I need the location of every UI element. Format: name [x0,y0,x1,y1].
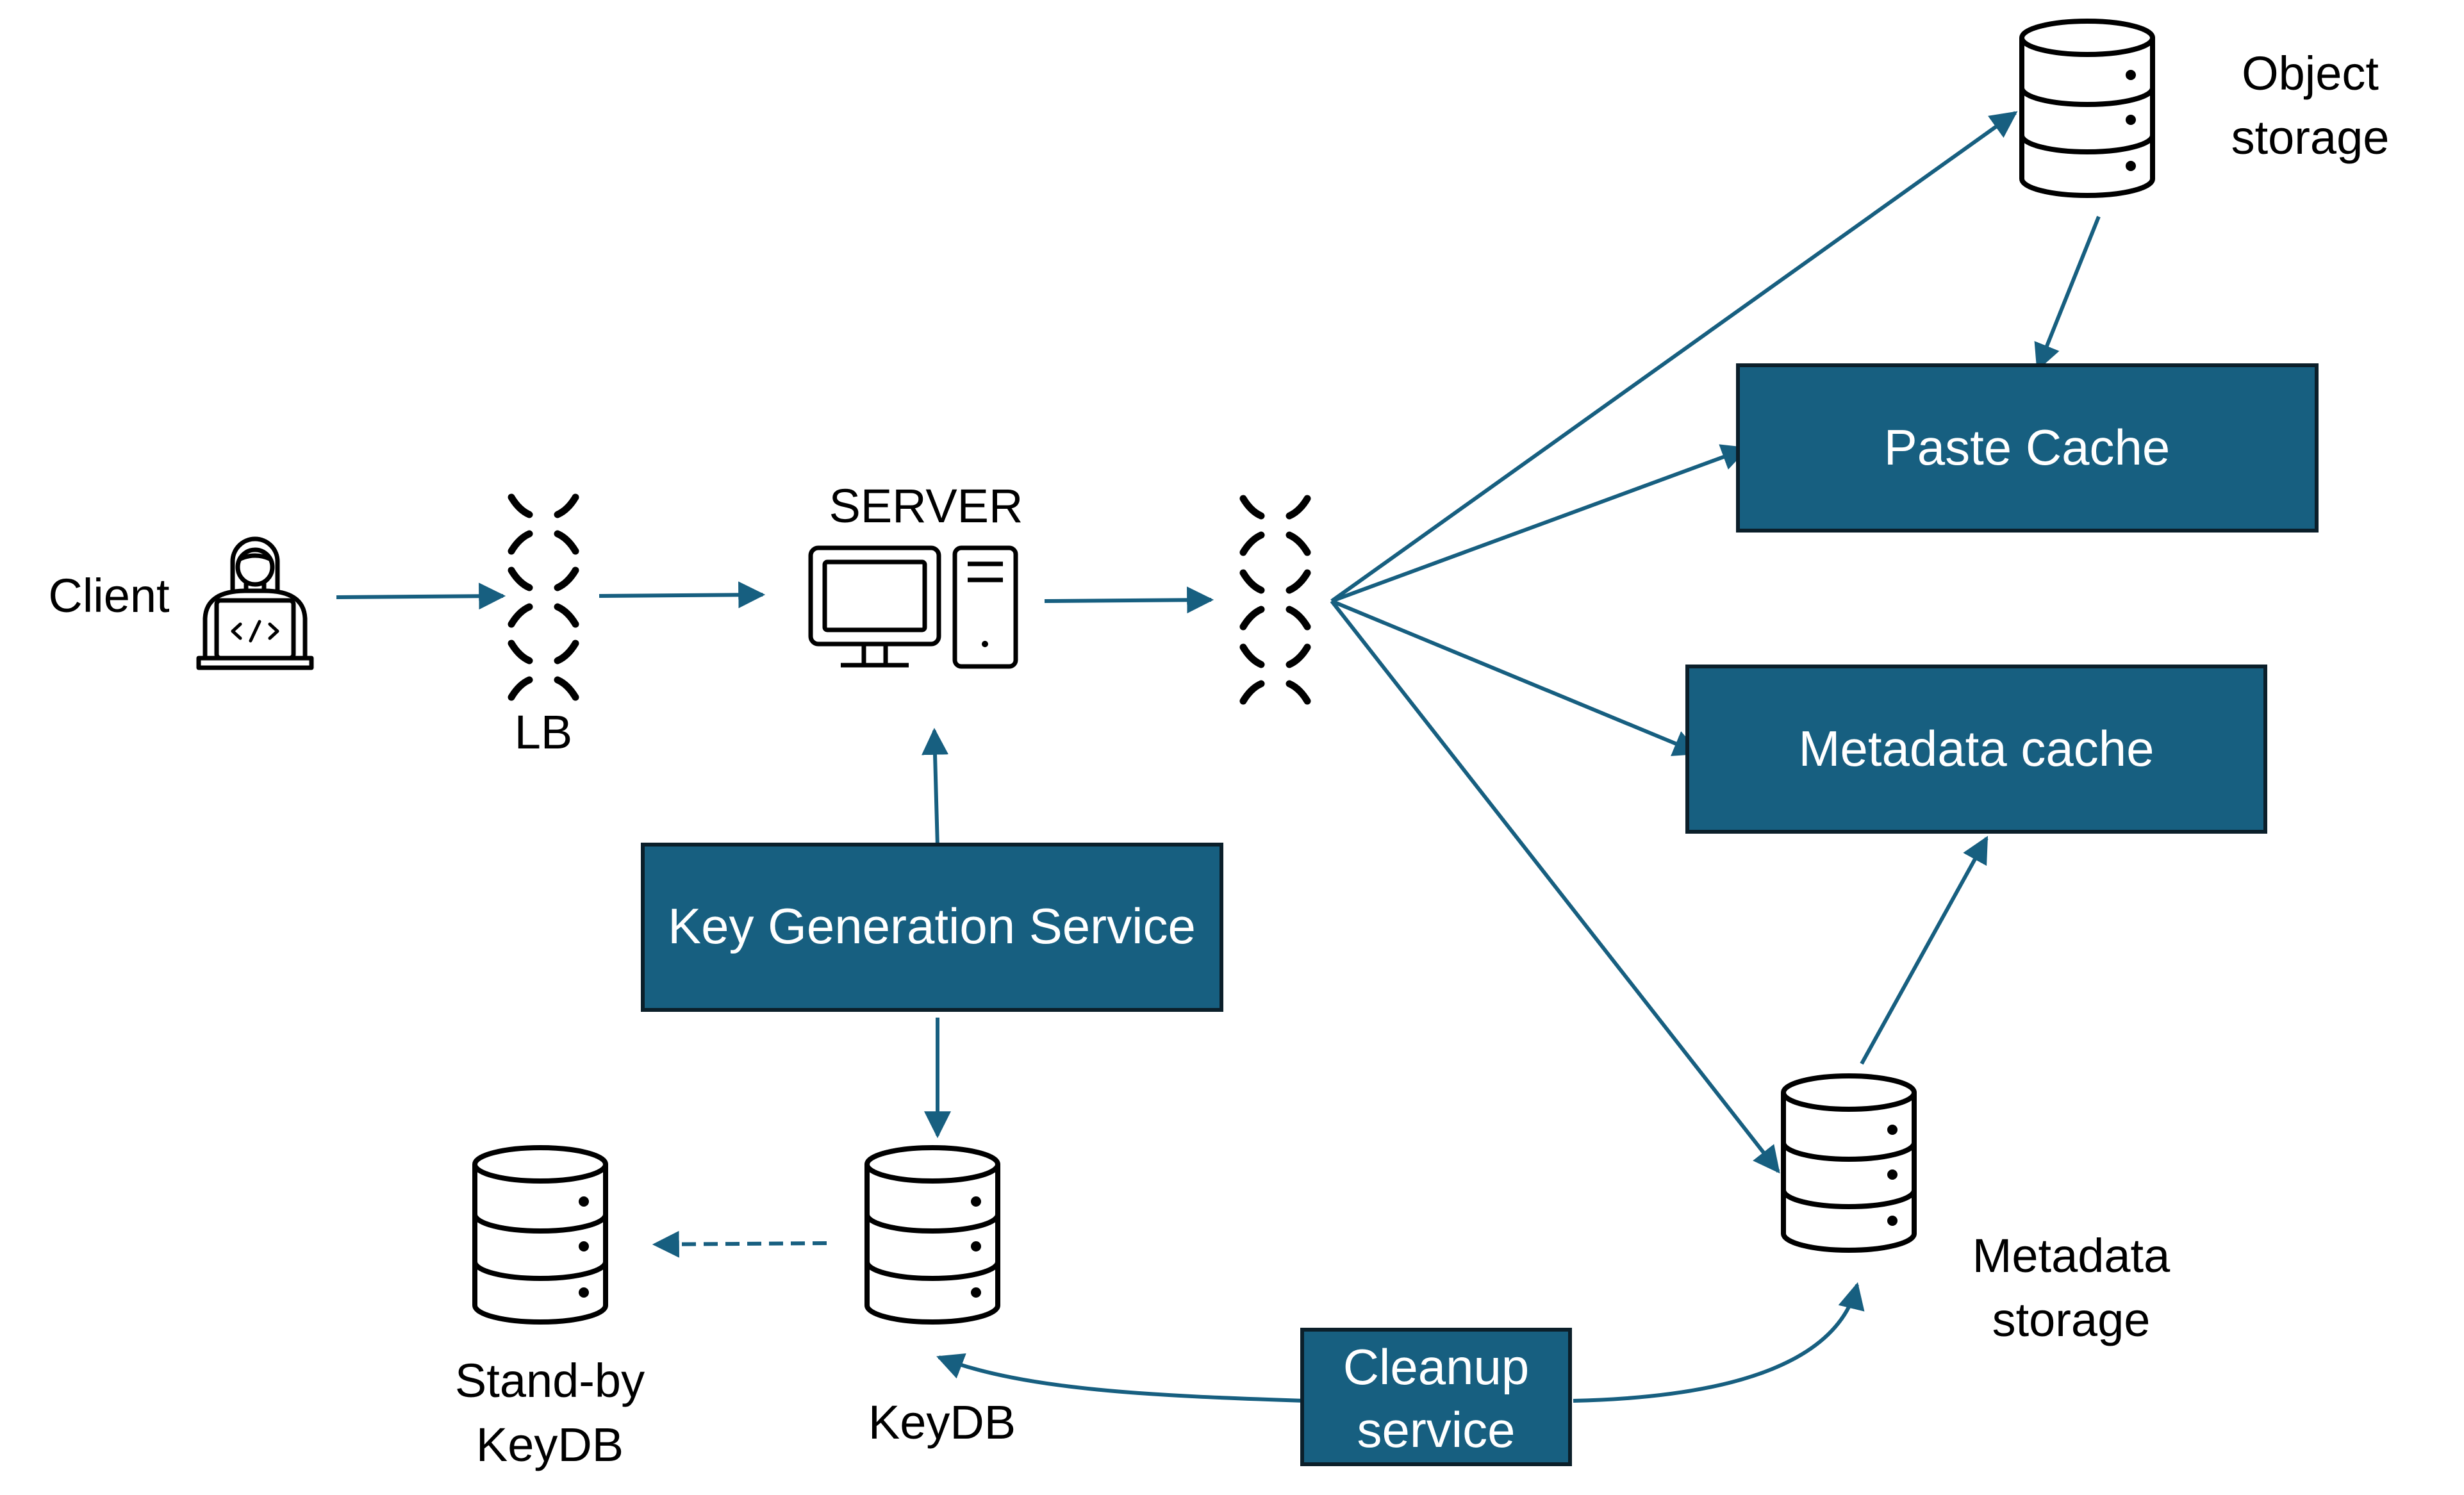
cleanup-service-box [1300,1328,1572,1466]
database-icon [867,1148,998,1322]
arrow-keydb-to-standby-dashed [652,1230,827,1258]
arrow-object-storage-to-paste-cache [2034,215,2101,371]
arrow-cleanup-to-metadata-storage [1573,1282,1865,1403]
load-balancer-icon [511,497,575,697]
keydb-label: KeyDB [868,1396,1016,1449]
arrow-metadata-storage-to-metadata-cache [1860,836,1989,1065]
metadata-storage-label: storage [1992,1293,2151,1346]
object-storage-label: storage [2231,111,2390,164]
arrow-to-paste-cache [1330,444,1749,603]
client-icon [196,536,314,670]
metadata-cache-label: Metadata cache [1798,720,2154,777]
arrow-lb-to-server [599,581,766,609]
arrow-cleanup-to-keydb [936,1353,1305,1403]
arrow-to-metadata-storage [1330,600,1780,1174]
metadata-storage-label: Metadata [1972,1229,2170,1282]
arrow-to-object-storage [1330,111,2018,603]
database-icon [475,1148,606,1322]
cleanup-service-label: service [1357,1401,1515,1458]
paste-cache-label: Paste Cache [1884,419,2170,475]
standby-keydb-label: Stand-by [455,1354,645,1407]
key-generation-service-box [641,843,1223,1012]
lb-label: LB [515,706,573,759]
load-balancer-icon [1243,499,1307,701]
object-storage-label: Object [2242,47,2379,100]
database-icon [1783,1076,1914,1250]
metadata-cache-box [1685,665,2267,834]
paste-cache-box [1736,363,2319,533]
arrow-kgs-to-server [922,727,949,848]
connectors [336,111,2101,1403]
cleanup-service-label: Cleanup [1343,1339,1530,1395]
client-label: Client [48,569,170,622]
arrow-to-metadata-cache [1330,599,1701,756]
standby-keydb-label: KeyDB [476,1418,624,1471]
arrow-server-to-lb2 [1044,586,1214,614]
key-generation-service-label: Key Generation Service [668,898,1196,954]
server-computer-icon [808,545,1018,669]
arrow-client-to-lb [336,582,506,610]
database-icon [2022,21,2153,195]
server-label: SERVER [829,479,1023,533]
